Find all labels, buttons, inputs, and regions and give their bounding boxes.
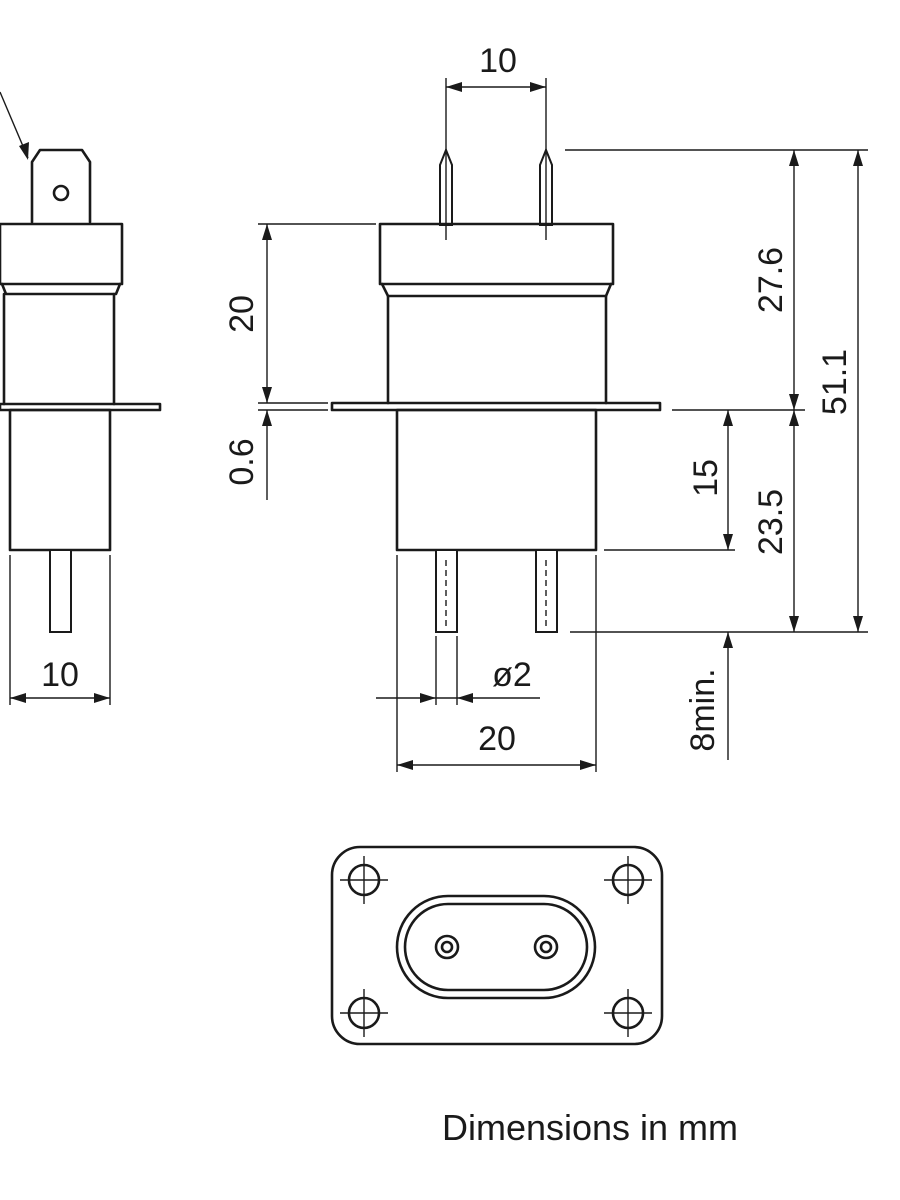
arrow-head [723,632,733,648]
dim-pin-length: 8min. [684,668,722,751]
arrow-head [262,410,272,426]
caption: Dimensions in mm [442,1107,738,1148]
dim-flange-thickness: 0.6 [223,438,261,485]
arrow-head [10,693,26,703]
arrow-head [789,616,799,632]
dim-upper-height: 20 [223,295,261,333]
pin-socket-right [533,934,559,960]
arrow-head [853,150,863,166]
arrow-head [789,150,799,166]
arrow-head [580,760,596,770]
side-pin [49,549,72,633]
oval-socket-inner [403,902,589,992]
side-tab-hole [52,184,70,202]
pin-socket-left [434,934,460,960]
mounting-hole [604,989,652,1037]
arrow-head [94,693,110,703]
mounting-hole [340,989,388,1037]
dim-pin-diameter: ø2 [492,656,532,694]
arrow-head [853,616,863,632]
dim-side-width: 10 [41,656,79,694]
leader-arrow [19,142,29,160]
dim-lower-body: 15 [687,459,725,497]
arrow-head [789,410,799,426]
side-cap-taper [0,282,122,296]
dim-upper-total: 27.6 [752,247,790,313]
dim-body-width: 20 [478,720,516,758]
mounting-hole [340,856,388,904]
pin-socket-right-core [539,940,553,954]
oval-socket-outer [395,894,597,1000]
arrow-head [789,394,799,410]
arrow-head [530,82,546,92]
arrow-head [723,410,733,426]
front-view: 10 20 0.6 15 8min. 27.6 [223,42,868,772]
side-lower-body [8,408,112,552]
arrow-head [723,534,733,550]
dim-pin-spacing: 10 [479,42,517,80]
side-tab-terminal [30,148,92,224]
side-cap [0,222,124,286]
arrow-head [420,693,436,703]
dim-lower-total: 23.5 [752,489,790,555]
mounting-hole [604,856,652,904]
base-plate [330,845,664,1046]
arrow-head [457,693,473,703]
arrow-head [262,387,272,403]
dim-overall-height: 51.1 [816,349,854,415]
arrow-head [446,82,462,92]
arrow-head [262,224,272,240]
cap-taper [380,282,613,298]
bottom-view [330,845,664,1046]
pin-socket-left-core [440,940,454,954]
lower-body [395,408,598,552]
arrow-head [397,760,413,770]
cap [378,222,615,286]
side-view: 10 [0,91,162,705]
